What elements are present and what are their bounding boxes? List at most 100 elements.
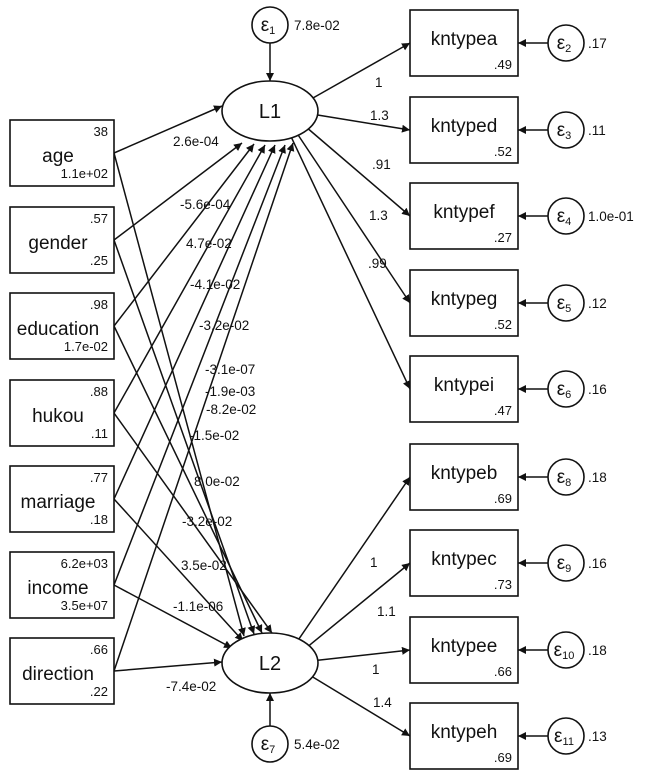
error-symbol: ε7: [261, 734, 276, 756]
loading-coef: 1.4: [373, 695, 392, 710]
structural-arrow-gender-L1: [113, 142, 243, 241]
error-variance: .11: [588, 123, 606, 138]
error-symbol: ε5: [557, 293, 572, 315]
observed-variance: 3.5e+07: [61, 598, 108, 613]
error-circle-kntypeh: ε11 .13: [547, 717, 607, 755]
loading-arrow: [298, 476, 411, 640]
error-symbol: ε11: [554, 726, 574, 748]
error-variance: 7.8e-02: [294, 18, 340, 33]
observed-variance: 1.1e+02: [61, 166, 108, 181]
loading-coef: 1: [372, 662, 380, 677]
error-circle-kntypeb: ε8 .18: [547, 458, 607, 496]
latent-L2: L2: [221, 632, 319, 694]
error-variance: 1.0e-01: [588, 209, 634, 224]
structural-arrow-education-L1: [113, 143, 255, 327]
indicator-label: kntypea: [431, 29, 498, 50]
structural-arrow-direction-L1: [113, 142, 295, 672]
observed-label: education: [17, 319, 99, 340]
error-circle-kntypeg: ε5 .12: [547, 284, 607, 322]
indicator-intercept: .69: [494, 750, 512, 765]
observed-variance: .11: [91, 426, 108, 441]
observed-mean: 6.2e+03: [61, 556, 108, 571]
loading-arrow: [312, 42, 411, 99]
path-coef: -7.4e-02: [166, 679, 216, 694]
error-symbol: ε10: [554, 640, 575, 662]
indicator-box-kntypeb: kntypeb.69: [409, 443, 519, 511]
observed-mean: .77: [90, 470, 108, 485]
loading-coef: 1.1: [377, 604, 396, 619]
indicator-label: kntypef: [433, 202, 495, 223]
path-coef: -1.9e-03: [205, 384, 255, 399]
indicator-intercept: .27: [494, 230, 512, 245]
loading-arrow: [290, 137, 411, 390]
observed-label: hukou: [32, 406, 84, 427]
loading-coef: 1: [375, 75, 383, 90]
error-variance: .13: [588, 729, 607, 744]
error-symbol: ε2: [557, 33, 572, 55]
error-symbol: ε8: [557, 467, 572, 489]
indicator-label: kntypei: [434, 375, 494, 396]
loading-arrow: [308, 562, 411, 647]
error-symbol: ε1: [261, 15, 276, 37]
error-variance: .17: [588, 36, 607, 51]
path-coef: -4.1e-02: [190, 277, 240, 292]
error-symbol: ε4: [557, 206, 572, 228]
loading-arrow: [307, 128, 411, 217]
error-variance: .18: [588, 470, 607, 485]
observed-label: marriage: [21, 492, 96, 513]
loading-arrow: [297, 134, 411, 304]
indicator-box-kntypeg: kntypeg.52: [409, 269, 519, 337]
error-circle-L1: ε1 7.8e-02: [251, 6, 340, 44]
observed-label: gender: [28, 233, 88, 254]
path-coef: -3.1e-07: [205, 362, 255, 377]
indicator-label: kntypeh: [431, 722, 498, 743]
error-symbol: ε9: [557, 553, 572, 575]
error-variance: .16: [588, 382, 607, 397]
indicator-intercept: .73: [494, 577, 512, 592]
loading-coef: 1.3: [369, 208, 388, 223]
structural-arrow-marriage-L1: [113, 144, 276, 500]
indicator-box-kntypea: kntypea .49: [409, 9, 519, 77]
observed-variance: .25: [90, 253, 108, 268]
indicator-intercept: .69: [494, 491, 512, 506]
structural-arrow-income-L1: [113, 144, 286, 586]
error-variance: .18: [588, 643, 607, 658]
indicator-intercept: .49: [494, 57, 512, 72]
path-coef: -1.5e-02: [189, 428, 239, 443]
structural-arrow-education-L2: [113, 325, 263, 634]
structural-arrow-marriage-L2: [113, 498, 244, 642]
observed-label: age: [42, 146, 74, 167]
indicator-intercept: .66: [494, 664, 512, 679]
error-circle-kntypee: ε10 .18: [547, 631, 607, 669]
indicator-box-kntypef: kntypef .27: [409, 182, 519, 250]
latent-label: L2: [259, 653, 281, 675]
structural-arrow-age-L2: [113, 152, 246, 637]
indicator-box-kntypee: kntypee .66: [409, 616, 519, 684]
indicator-label: kntyped: [431, 116, 498, 137]
path-coef: 4.7e-02: [186, 236, 232, 251]
error-circle-kntypea: ε2 .17: [547, 24, 607, 62]
error-symbol: ε6: [557, 379, 572, 401]
indicator-box-kntypec: kntypec.73: [409, 529, 519, 597]
loading-coef: .91: [372, 157, 391, 172]
error-variance: .12: [588, 296, 607, 311]
error-circle-kntypei: ε6 .16: [547, 370, 607, 408]
loading-arrow: [317, 114, 411, 133]
indicator-intercept: .47: [494, 403, 512, 418]
path-coef: 8.0e-02: [194, 474, 240, 489]
indicator-label: kntypee: [431, 636, 498, 657]
indicator-intercept: .52: [494, 144, 512, 159]
observed-mean: .57: [90, 211, 108, 226]
path-coef: 3.5e-02: [181, 558, 227, 573]
loading-coef: .99: [368, 256, 387, 271]
latent-L1: L1: [221, 80, 319, 142]
observed-mean: .98: [90, 297, 108, 312]
observed-variance: .18: [90, 512, 108, 527]
